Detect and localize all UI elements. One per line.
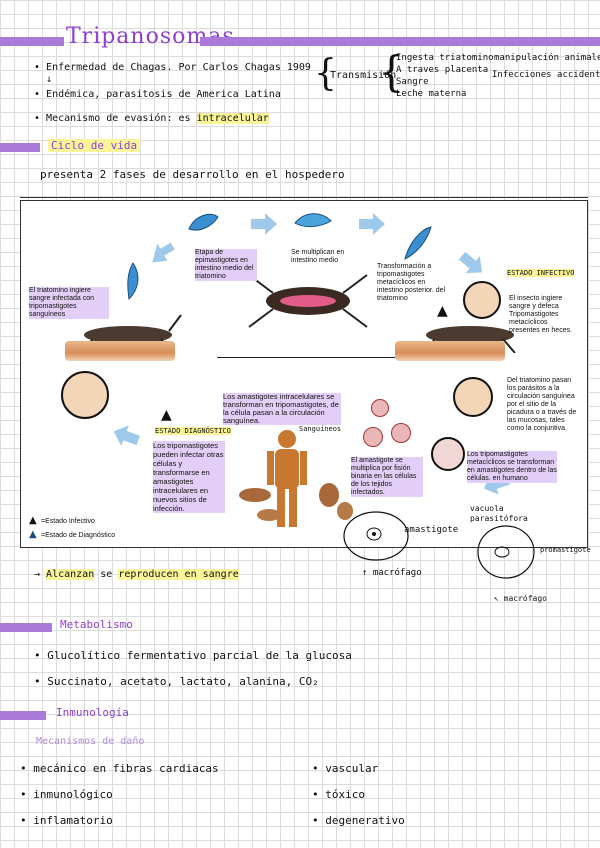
infected-cell-2	[391, 423, 411, 443]
label-promastigote: promastigote	[540, 546, 591, 554]
intro-item-1: • Enfermedad de Chagas. Por Carlos Chaga…	[34, 62, 311, 73]
cycle-arrow-6	[113, 425, 140, 446]
text-tripomastigotes-metaciclicos: Los tripomastigotes metacíclicos se tran…	[467, 451, 557, 483]
transmision-route-1: Ingesta triatomino	[396, 53, 494, 63]
legend-diagnostic-icon: ▲	[29, 529, 37, 540]
inmunologia-heading: Inmunología	[56, 706, 129, 719]
text-etapa-epimastigotes: Etapa de epimastigotes en intestino medi…	[195, 249, 257, 281]
title-bar-right	[200, 37, 600, 46]
cycle-arrow-2	[251, 213, 277, 235]
dividing-parasite-icon	[294, 213, 332, 228]
label-macrofago-1: ↑ macrófago	[362, 568, 422, 578]
text-sanguineos: Sanguíneos	[299, 425, 342, 433]
macrophage-sketch-right	[477, 525, 535, 579]
text-amastigotes-intracelulares: Los amastigotes intracelulares se transf…	[223, 393, 341, 425]
intro-item-3: • Mecanismo de evasión: es intracelular	[34, 113, 269, 124]
mecanismos-subheading: Mecanismos de daño	[36, 736, 145, 747]
text-se-multiplican: Se multiplican en intestino medio	[291, 249, 345, 264]
infected-cell-1	[363, 427, 383, 447]
intro-item-2: • Endémica, parasitosis de America Latin…	[34, 89, 281, 100]
magnify-right-top	[463, 281, 501, 319]
ciclo-divider	[20, 197, 588, 198]
transmision-route-3: Sangre	[396, 77, 429, 87]
ciclo-heading: Ciclo de vida	[48, 139, 141, 152]
metabolismo-bar	[0, 623, 52, 632]
diagram-center-line	[217, 357, 395, 358]
legend-diagnostic-label: =Estado de Diagnóstico	[41, 532, 116, 539]
metabolismo-item-1: • Glucolítico fermentativo parcial de la…	[34, 649, 352, 662]
label-macrofago-2: ↖ macrófago	[494, 594, 547, 603]
legend-infective-label: =Estado Infectivo	[41, 518, 95, 525]
dano-right-2: • tóxico	[312, 788, 365, 801]
text-amastigote-multiplica: El amastigote se multiplica por fisión b…	[351, 457, 423, 497]
transmision-right-1: manipulación animales	[494, 53, 600, 63]
text-triatomino-ingiere: El triatomino ingiere sangre infectada c…	[29, 287, 109, 319]
brace-left: {	[314, 53, 337, 94]
transmision-route-4: Leche materna	[396, 89, 467, 99]
legend-infective-icon: ▲	[29, 515, 37, 526]
metabolismo-heading: Metabolismo	[60, 618, 133, 631]
text-transformacion: Transformación a tripomastigotes metacíc…	[377, 263, 446, 302]
title-bar-left	[0, 37, 64, 46]
text-estado-infectivo: ESTADO INFECTIVO	[507, 269, 575, 277]
text-insecto-ingiere: El insecto ingiere sangre y defeca Tripo…	[509, 295, 573, 334]
inmunologia-bar	[0, 711, 46, 720]
dano-right-3: • degenerativo	[312, 814, 405, 827]
ciclo-bar	[0, 143, 40, 152]
transmision-label: Transmisión	[330, 70, 397, 81]
dano-right-1: • vascular	[312, 762, 379, 775]
infected-cell-3	[371, 399, 389, 417]
triatomine-bug-center	[248, 274, 368, 328]
text-estado-diagnostico: ESTADO DIAGNÓSTICO	[155, 427, 231, 435]
dano-left-1: • mecánico en fibras cardiacas	[20, 762, 219, 775]
tripomastigote-icon	[404, 226, 432, 260]
dano-left-2: • inmunológico	[20, 788, 113, 801]
alcanzan-line: → Alcanzan se reproducen en sangre	[34, 569, 239, 580]
animal-icons	[239, 483, 353, 521]
transmision-route-2: A traves placenta	[396, 65, 489, 75]
magnify-right-bottom	[453, 377, 493, 417]
human-figure-icon	[267, 430, 307, 527]
life-cycle-diagram: ▲ ▲ Etapa de epimastigotes en intestino …	[20, 200, 588, 548]
ciclo-text: presenta 2 fases de desarrollo en el hos…	[40, 168, 345, 181]
down-arrow: ↓	[46, 74, 53, 85]
cycle-arrow-1	[152, 242, 175, 263]
dano-left-3: • inflamatorio	[20, 814, 113, 827]
epimastigote-icon	[188, 213, 219, 231]
macrophage-sketch-left	[343, 511, 409, 561]
infective-warning-icon: ▲	[437, 303, 448, 319]
label-amastigote: amastigote	[404, 525, 459, 535]
magnify-cell	[431, 437, 465, 471]
brace-right: {	[378, 47, 405, 96]
metabolismo-item-2: • Succinato, acetato, lactato, alanina, …	[34, 675, 319, 688]
blood-tripomastigote-icon	[127, 262, 139, 301]
magnify-left	[61, 371, 109, 419]
text-del-triatomino: Del triatomino pasan los parásitos a la …	[507, 377, 577, 432]
text-tripomastigotes-infectar: Los tripomastigotes pueden infectar otra…	[153, 441, 225, 513]
cycle-arrow-4	[458, 251, 482, 274]
label-vacuola: vacuola parasitófora	[470, 504, 528, 523]
skin-right	[395, 341, 505, 361]
cycle-arrow-3	[359, 213, 385, 235]
skin-left	[65, 341, 175, 361]
transmision-right-2: Infecciones accidentales	[492, 70, 600, 80]
diagnostic-warning-icon: ▲	[161, 407, 172, 423]
